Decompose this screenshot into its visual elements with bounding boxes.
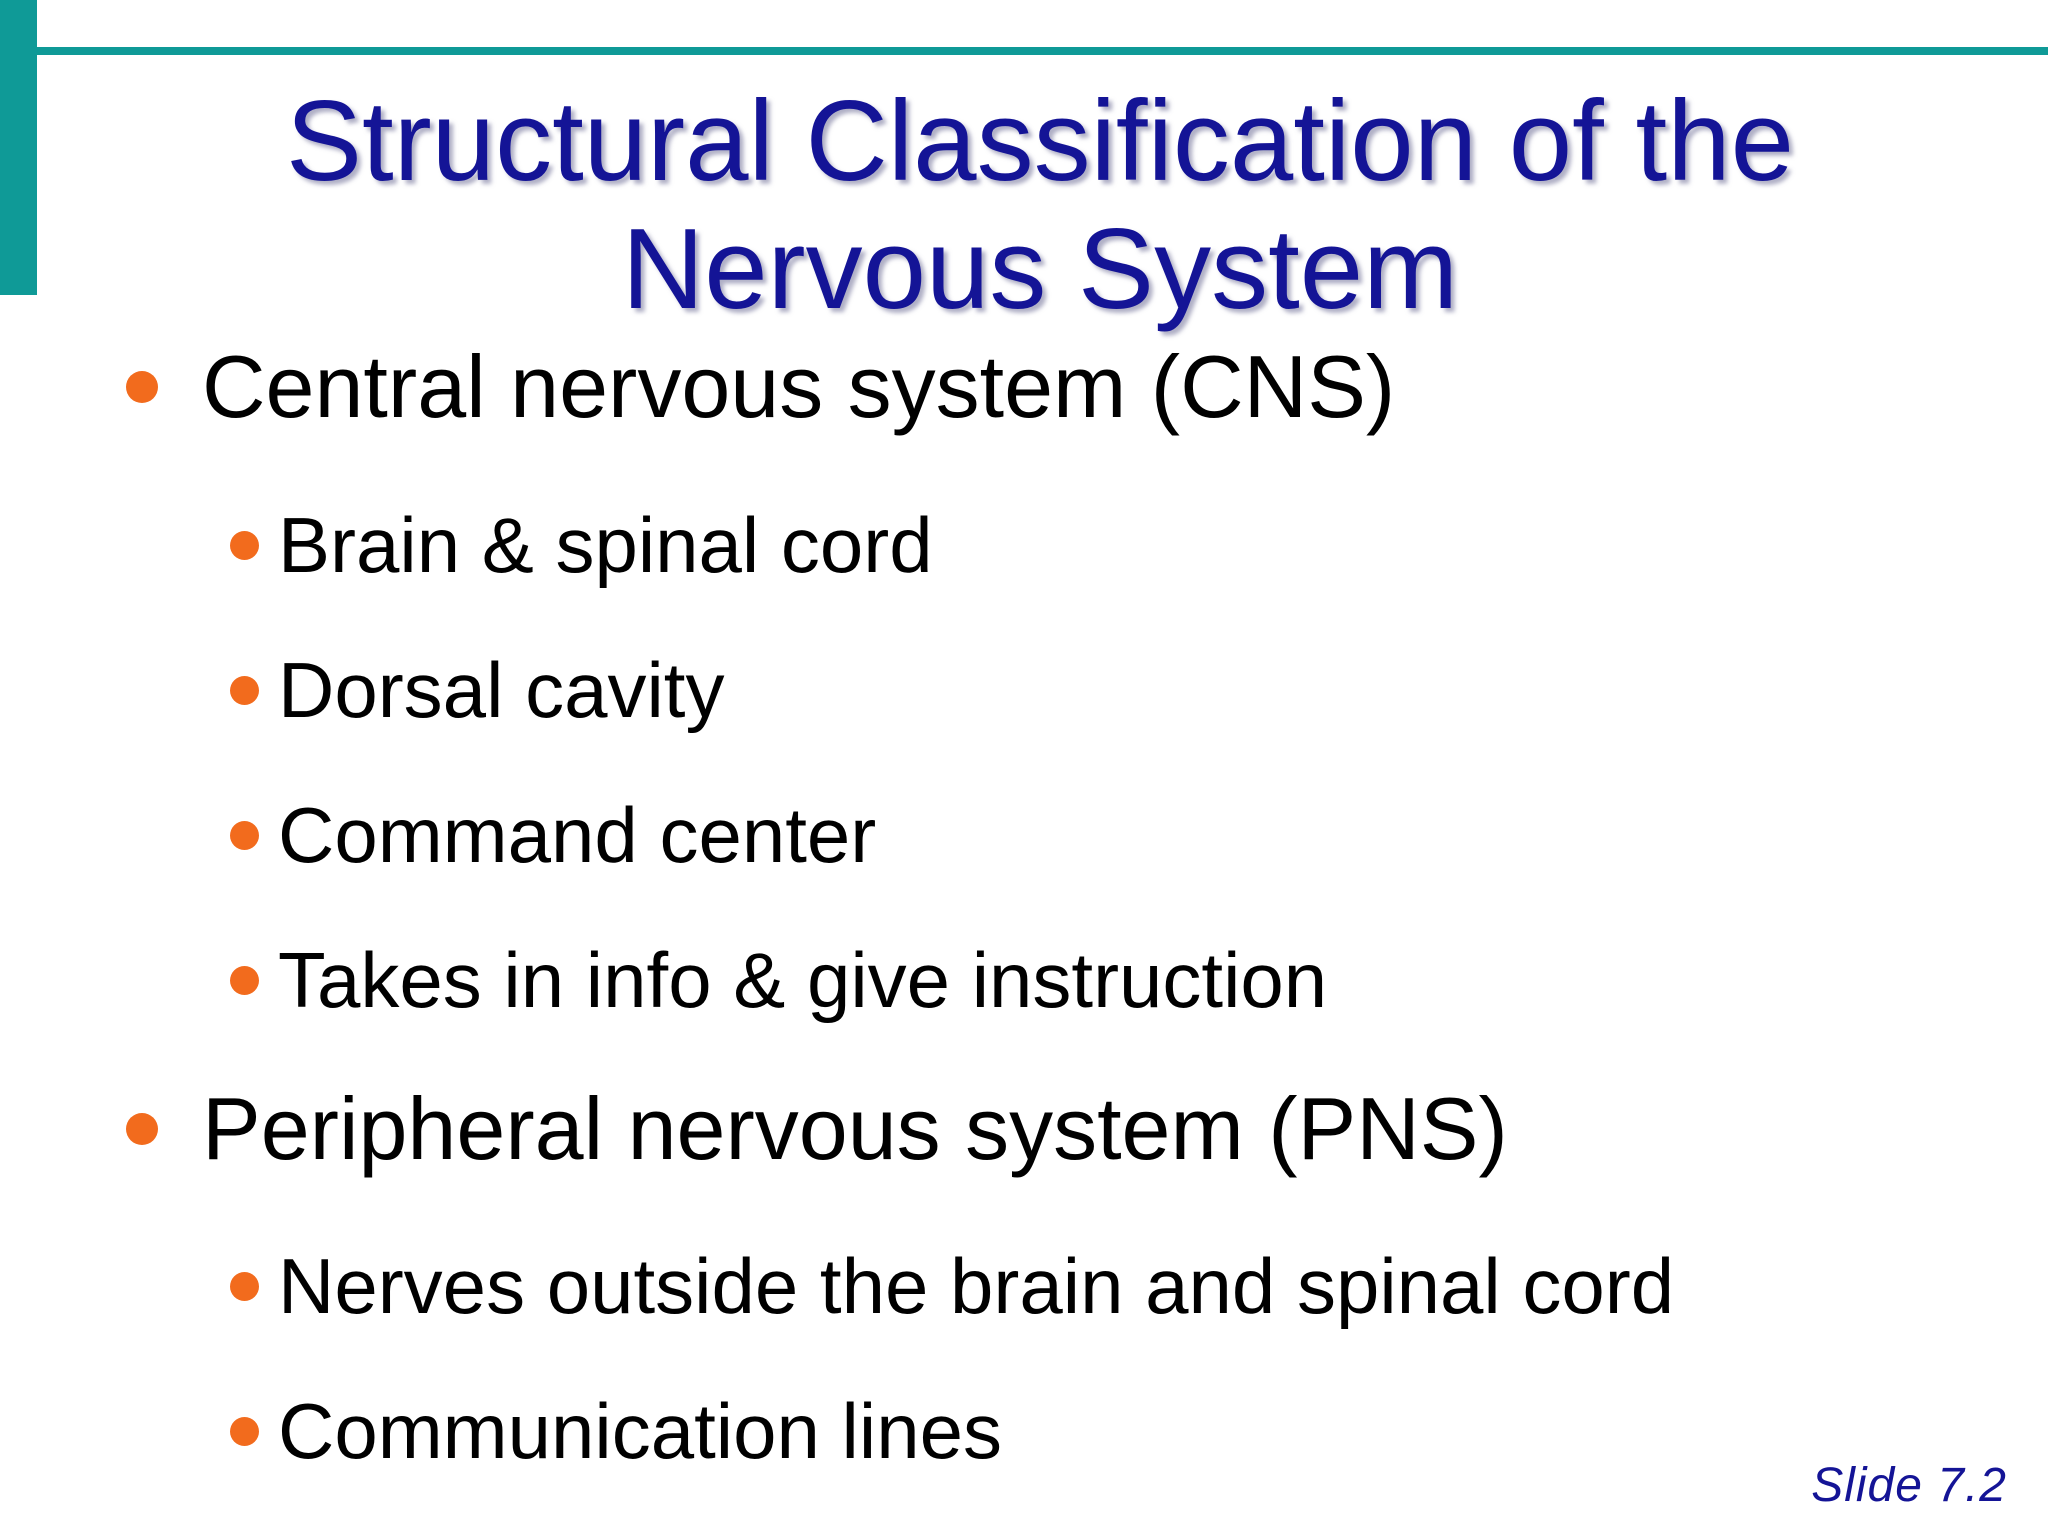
sub-bullet-item: Nerves outside the brain and spinal cord (230, 1241, 1674, 1332)
bullet-dot-icon (230, 966, 259, 995)
sub-bullet-item: Takes in info & give instruction (230, 935, 1327, 1026)
accent-bar-horizontal (37, 47, 2048, 55)
bullet-dot-icon (230, 531, 259, 560)
bullet-text: Central nervous system (CNS) (202, 337, 1396, 436)
bullet-text: Takes in info & give instruction (278, 936, 1328, 1024)
bullet-text: Command center (278, 791, 877, 879)
bullet-dot-icon (230, 821, 259, 850)
sub-bullet-item: Brain & spinal cord (230, 500, 933, 591)
sub-bullet-item: Command center (230, 790, 876, 881)
bullet-text: Communication lines (278, 1387, 1002, 1475)
bullet-dot-icon (230, 1417, 259, 1446)
accent-bar-vertical (0, 0, 37, 295)
bullet-text: Brain & spinal cord (278, 501, 933, 589)
bullet-item: Peripheral nervous system (PNS) (126, 1078, 1508, 1180)
slide-title: Structural Classification of the Nervous… (286, 78, 1794, 333)
bullet-text: Dorsal cavity (278, 646, 725, 734)
slide-number: Slide 7.2 (1811, 1459, 2007, 1512)
bullet-text: Peripheral nervous system (PNS) (202, 1079, 1508, 1178)
bullet-dot-icon (126, 371, 158, 403)
bullet-dot-icon (230, 1272, 259, 1301)
bullet-dot-icon (126, 1113, 158, 1145)
bullet-item: Central nervous system (CNS) (126, 336, 1395, 438)
bullet-text: Nerves outside the brain and spinal cord (278, 1242, 1675, 1330)
sub-bullet-item: Dorsal cavity (230, 645, 724, 736)
sub-bullet-item: Communication lines (230, 1386, 1002, 1477)
bullet-dot-icon (230, 676, 259, 705)
